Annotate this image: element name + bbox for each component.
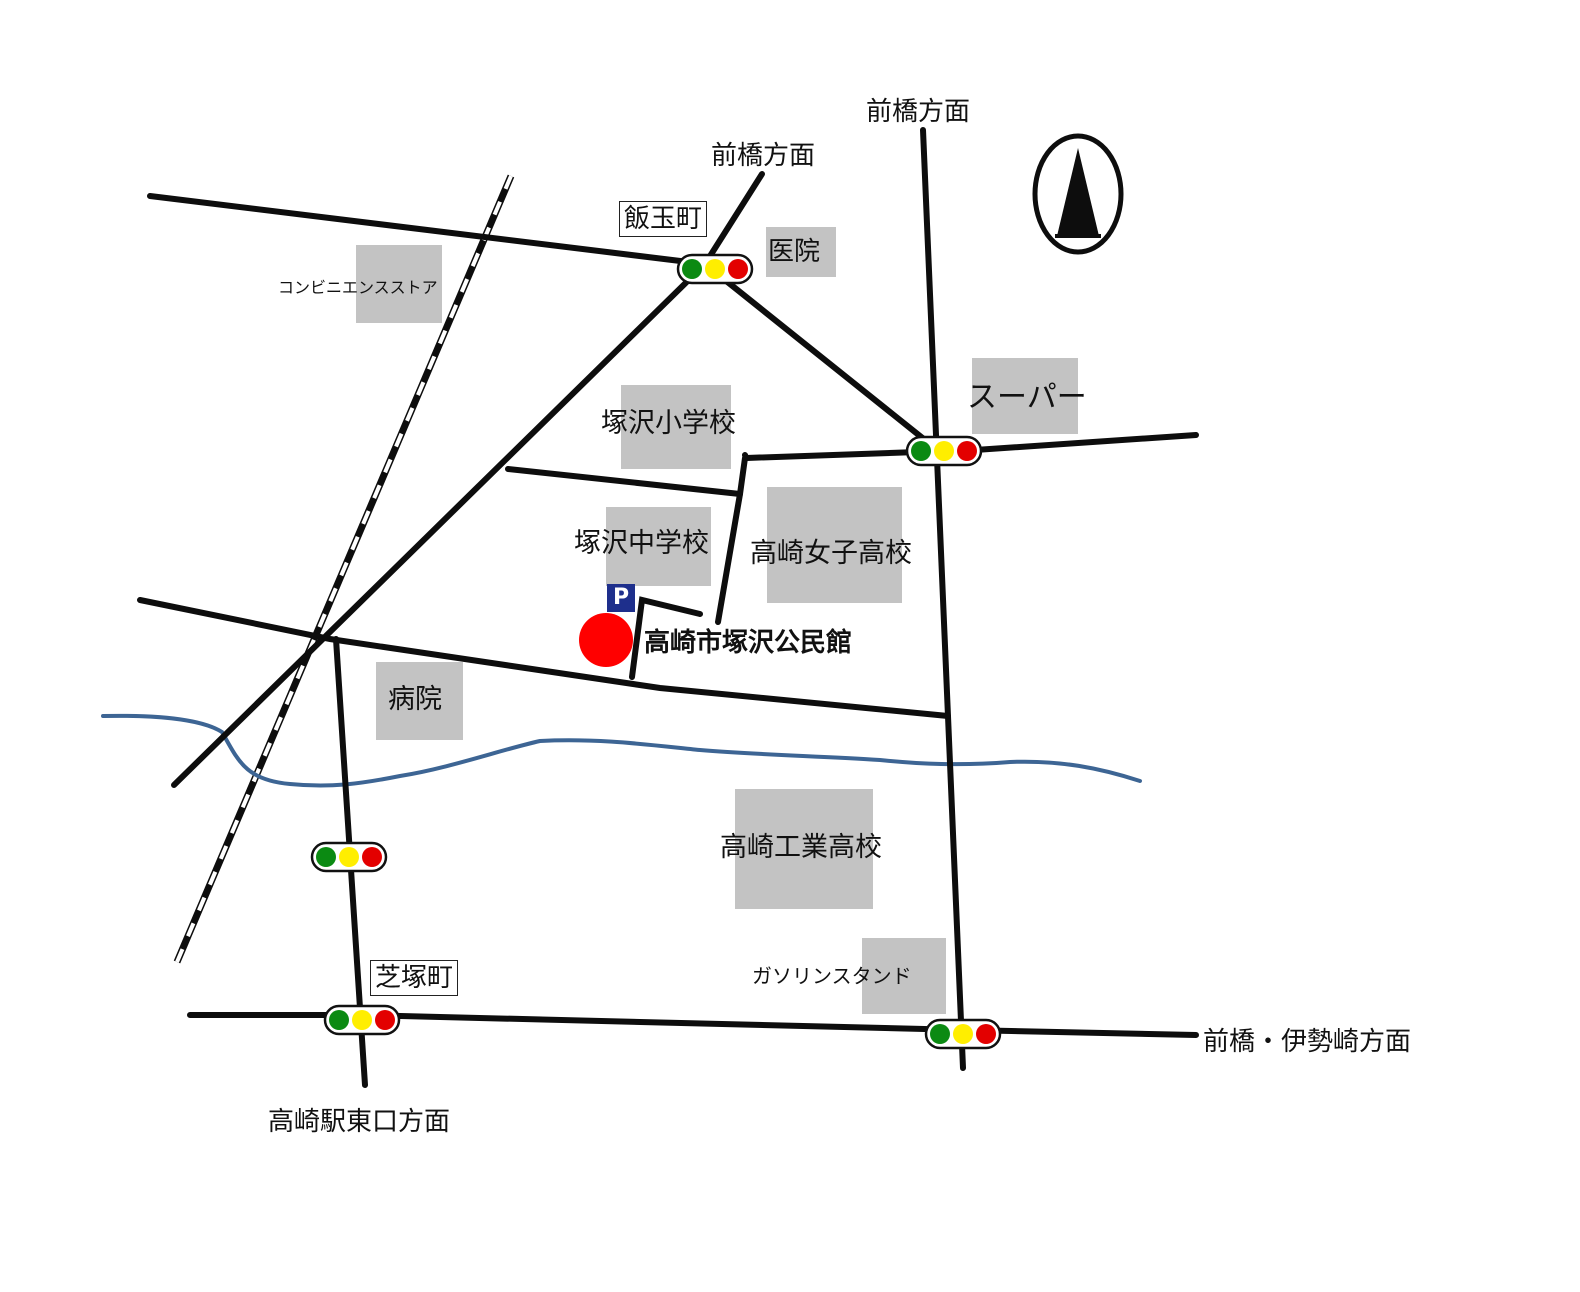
destination-label: 高崎市塚沢公民館: [644, 628, 853, 658]
traffic-signal-icon: [924, 1018, 1002, 1050]
road-east-vertical: [920, 127, 966, 1071]
road-hall-access: [629, 596, 703, 680]
destination-marker-icon: [579, 613, 633, 667]
railway-line: [173, 174, 515, 964]
intersection-label-shibatsukamachi: 芝塚町: [370, 960, 459, 996]
building-convenience-store: [356, 245, 442, 323]
landmark-label-hospital: 病院: [388, 684, 442, 715]
intersection-label-iidamamachi: 飯玉町: [619, 201, 708, 237]
landmark-label-convenience-store: コンビニエンスストア: [278, 278, 438, 297]
building-junior-high-school: [606, 507, 711, 586]
road-main-west: [137, 597, 951, 719]
building-supermarket: [972, 358, 1078, 434]
landmark-label-clinic: 医院: [768, 237, 821, 267]
road-iidama-to-east: [702, 261, 938, 451]
direction-label-north: 前橋方面: [866, 97, 971, 127]
road-school-west: [505, 466, 743, 497]
building-gas-station: [862, 938, 946, 1014]
landmark-label-junior-high-school: 塚沢中学校: [574, 528, 709, 559]
road-maebashi-center: [702, 171, 765, 267]
building-technical-high-school: [735, 789, 873, 909]
north-arrow-icon: [1032, 133, 1124, 255]
landmark-label-elementary-school: 塚沢小学校: [601, 408, 736, 439]
road-diagonal-main: [171, 261, 708, 788]
road-south: [187, 1012, 1199, 1038]
river: [101, 713, 1142, 788]
landmark-label-girls-high-school: 高崎女子高校: [750, 538, 912, 569]
direction-label-south: 高崎駅東口方面: [268, 1107, 451, 1137]
landmark-label-supermarket: スーパー: [967, 380, 1087, 415]
landmark-label-technical-high-school: 高崎工業高校: [720, 832, 882, 863]
building-clinic: [766, 227, 836, 277]
building-girls-high-school: [767, 487, 902, 603]
road-network: [137, 127, 1199, 1088]
building-elementary-school: [621, 385, 731, 469]
landmark-label-gas-station: ガソリンスタンド: [752, 964, 912, 988]
parking-icon: P: [607, 584, 635, 612]
traffic-signal-icon: [323, 1004, 401, 1036]
road-school-inner: [715, 455, 748, 625]
building-hospital: [376, 662, 463, 740]
direction-label-north-center: 前橋方面: [711, 141, 816, 171]
traffic-signal-icon: [310, 841, 388, 873]
traffic-signal-icon: [905, 435, 983, 467]
direction-label-east: 前橋・伊勢崎方面: [1203, 1027, 1412, 1057]
traffic-signal-icon: [676, 253, 754, 285]
road-north-iidama: [147, 193, 708, 267]
